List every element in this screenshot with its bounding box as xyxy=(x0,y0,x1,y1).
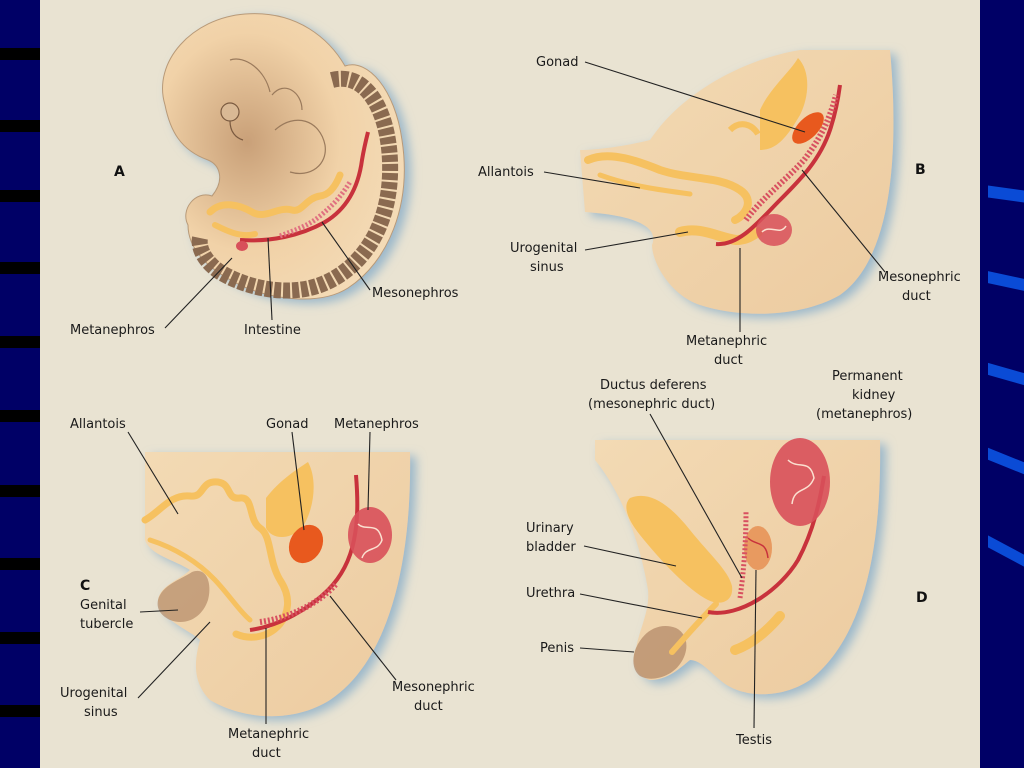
label-gonad-c: Gonad xyxy=(266,417,309,432)
left-stripe xyxy=(0,632,40,644)
label-genital-tubercle-c-1: Genital xyxy=(80,598,127,613)
label-permanent-kidney-d-1: Permanent xyxy=(832,369,903,384)
label-permanent-kidney-d-2: kidney xyxy=(852,388,896,403)
left-stripe xyxy=(0,336,40,348)
label-allantois-b: Allantois xyxy=(478,165,534,180)
label-metanephric-duct-c-1: Metanephric xyxy=(228,727,309,742)
label-penis-d: Penis xyxy=(540,641,574,656)
mesonephros-structure xyxy=(239,131,370,243)
right-stripe xyxy=(988,271,1024,291)
label-metanephros-c: Metanephros xyxy=(334,417,419,432)
mesonephric-duct-b xyxy=(715,84,842,247)
label-urethra-d: Urethra xyxy=(526,586,575,601)
panel-c-letter: C xyxy=(80,578,90,594)
label-metanephric-duct-b-1: Metanephric xyxy=(686,334,767,349)
label-metanephric-duct-b-2: duct xyxy=(714,353,743,368)
label-ductus-deferens-d-2: (mesonephric duct) xyxy=(588,397,715,412)
label-genital-tubercle-c-2: tubercle xyxy=(80,617,133,632)
panel-b-letter: B xyxy=(915,162,926,178)
label-intestine-a: Intestine xyxy=(244,323,301,338)
label-ductus-deferens-d-1: Ductus deferens xyxy=(600,378,707,393)
label-mesonephric-duct-b-2: duct xyxy=(902,289,931,304)
panel-a: A Mesonephros Metanephros Intestine xyxy=(70,13,459,338)
right-stripe xyxy=(988,362,1024,386)
label-urinary-bladder-d-1: Urinary xyxy=(526,521,574,536)
panel-d: D Ductus deferens (mesonephric duct) Per… xyxy=(526,369,928,748)
left-stripe xyxy=(0,705,40,717)
label-urinary-bladder-d-2: bladder xyxy=(526,540,576,555)
label-permanent-kidney-d-3: (metanephros) xyxy=(816,407,912,422)
label-urogenital-sinus-b-1: Urogenital xyxy=(510,241,577,256)
embryology-diagram: A Mesonephros Metanephros Intestine B Go… xyxy=(60,13,961,761)
label-metanephros-a: Metanephros xyxy=(70,323,155,338)
left-stripe xyxy=(0,190,40,202)
label-urogenital-sinus-b-2: sinus xyxy=(530,260,564,275)
panel-d-letter: D xyxy=(916,590,928,606)
label-allantois-c: Allantois xyxy=(70,417,126,432)
left-stripe xyxy=(0,558,40,570)
left-stripe xyxy=(0,262,40,274)
right-stripe xyxy=(988,185,1024,203)
right-stripe xyxy=(988,535,1024,567)
label-urogenital-sinus-c-1: Urogenital xyxy=(60,686,127,701)
label-mesonephric-duct-b-1: Mesonephric xyxy=(878,270,961,285)
label-mesonephros-a: Mesonephros xyxy=(372,286,459,301)
label-gonad-b: Gonad xyxy=(536,55,579,70)
label-testis-d: Testis xyxy=(735,733,772,748)
label-urogenital-sinus-c-2: sinus xyxy=(84,705,118,720)
left-stripe xyxy=(0,485,40,497)
panel-b: B Gonad Allantois Urogenital sinus Meson… xyxy=(478,50,961,368)
left-stripe xyxy=(0,410,40,422)
left-stripe xyxy=(0,48,40,60)
label-metanephric-duct-c-2: duct xyxy=(252,746,281,761)
label-mesonephric-duct-c-1: Mesonephric xyxy=(392,680,475,695)
tissue-c xyxy=(145,452,411,717)
right-stripe xyxy=(988,447,1024,475)
panel-c: C Allantois Gonad Metanephros Genital tu… xyxy=(60,417,475,761)
label-mesonephric-duct-c-2: duct xyxy=(414,699,443,714)
left-stripe xyxy=(0,120,40,132)
panel-a-letter: A xyxy=(114,164,125,180)
